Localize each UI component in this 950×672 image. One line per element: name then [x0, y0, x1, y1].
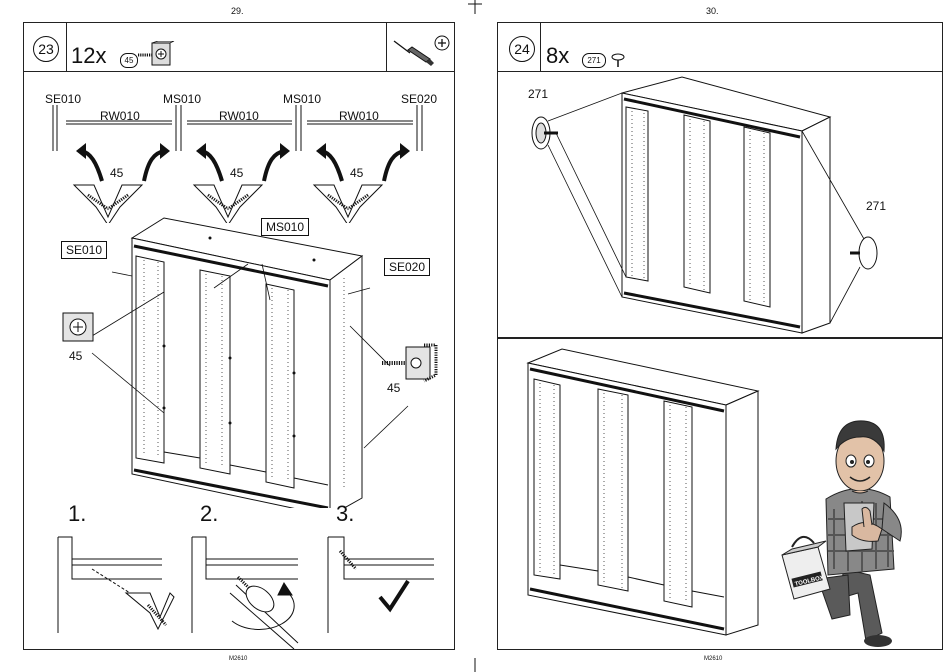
- cam-lock-detail-icon: [60, 309, 100, 347]
- label-part-45-a: 45: [110, 166, 123, 180]
- footer-model-right: M2610: [704, 656, 722, 662]
- assembly-mascot-illustration: TOOLBOX: [778, 379, 938, 649]
- label-detail-left-45: 45: [69, 349, 82, 363]
- quantity-8x: 8x: [546, 43, 569, 69]
- quantity-12x: 12x: [71, 43, 106, 69]
- footer-model-left: M2610: [229, 656, 247, 662]
- step-number-23: 23: [33, 36, 59, 62]
- substep-3: 3.: [336, 501, 354, 527]
- cam-lock-screw-icon: [138, 41, 178, 69]
- label-part-45-b: 45: [230, 166, 243, 180]
- part-ref-271: 271: [582, 53, 606, 68]
- screwdriver-icon: [390, 31, 454, 69]
- rail-connection-diagram: [24, 103, 456, 223]
- part-ref-45: 45: [120, 53, 138, 68]
- substep-2: 2.: [200, 501, 218, 527]
- final-result-panel: TOOLBOX: [497, 338, 943, 650]
- screw-bracket-detail-icon: [380, 343, 440, 385]
- page-number-right: 30.: [706, 6, 719, 16]
- substep-1: 1.: [68, 501, 86, 527]
- step-number-24: 24: [509, 36, 535, 62]
- callout-ms010: MS010: [261, 218, 309, 236]
- page-number-left: 29.: [231, 6, 244, 16]
- substep-diagrams: [54, 533, 454, 649]
- step-23-panel: 23 12x 45 SE010 MS010 MS010 SE020 RW010 …: [23, 22, 455, 650]
- bumper-pad-icon: [610, 53, 626, 69]
- step-24-panel: 24 8x 271 271 271: [497, 22, 943, 338]
- label-detail-right-45: 45: [387, 381, 400, 395]
- callout-se020: SE020: [384, 258, 430, 276]
- label-part-45-c: 45: [350, 166, 363, 180]
- wardrobe-bumper-illustration: [498, 71, 944, 339]
- callout-se010: SE010: [61, 241, 107, 259]
